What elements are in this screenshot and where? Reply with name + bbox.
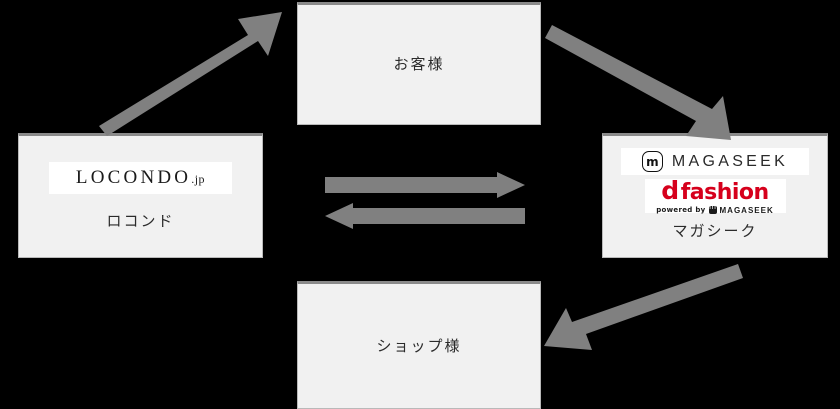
dfashion-logo: dfashion powered by MAGASEEK: [644, 175, 786, 215]
node-magaseek: m MAGASEEK dfashion powered by MAGASEEK …: [602, 133, 828, 258]
node-shop: ショップ様: [297, 281, 541, 409]
arrow-magaseek-to-locondo: [325, 203, 525, 229]
arrow-locondo-to-customer: [99, 12, 282, 136]
magaseek-m-icon: m: [641, 151, 663, 172]
magaseek-logo: m MAGASEEK: [621, 148, 809, 175]
dfashion-powered-by-row: powered by MAGASEEK: [656, 203, 774, 215]
locondo-logo-tld: .jp: [191, 172, 206, 186]
dfashion-d-glyph: d: [661, 175, 679, 205]
locondo-logo: LOCONDO.jp: [49, 162, 232, 194]
dfashion-fashion-text: fashion: [680, 179, 770, 205]
node-customer-label: お客様: [393, 56, 445, 73]
locondo-logo-text: LOCONDO: [75, 167, 192, 188]
arrow-customer-to-magaseek: [545, 25, 731, 140]
node-locondo: LOCONDO.jp ロコンド: [18, 133, 263, 258]
node-shop-label: ショップ様: [376, 337, 462, 355]
node-locondo-label: ロコンド: [106, 213, 175, 230]
arrow-magaseek-to-shop: [544, 264, 743, 350]
dfashion-magaseek-m-icon: [708, 203, 717, 214]
magaseek-wordmark: MAGASEEK: [671, 152, 789, 170]
locondo-wordmark: LOCONDO.jp: [76, 167, 205, 189]
node-customer: お客様: [297, 2, 541, 125]
dfashion-wordmark: dfashion: [661, 175, 770, 205]
magaseek-m-glyph: m: [646, 154, 659, 169]
dfashion-powered-by-text: powered by: [656, 206, 706, 214]
node-magaseek-label: マガシーク: [672, 223, 758, 240]
dfashion-magaseek-brand-text: MAGASEEK: [719, 205, 774, 215]
arrow-locondo-to-magaseek: [325, 172, 525, 198]
